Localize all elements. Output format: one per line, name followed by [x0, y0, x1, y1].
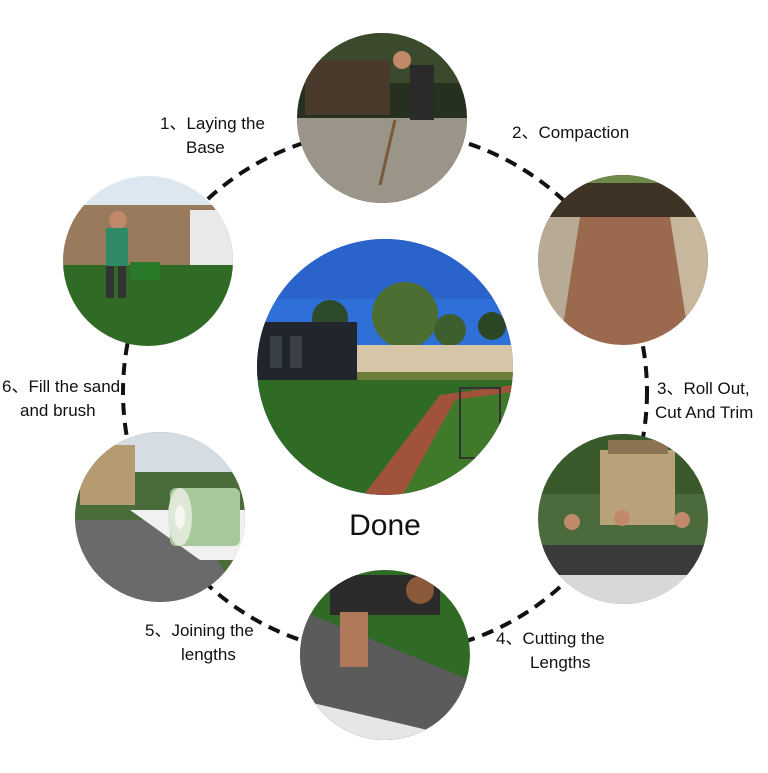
photo-cutting: [300, 570, 470, 740]
photo-laying-base: [297, 33, 467, 203]
photo-joining: [75, 432, 245, 602]
step-4-label: 4、Cutting the Lengths: [496, 629, 605, 672]
center-label: Done: [349, 509, 421, 542]
photo-compaction: [538, 175, 708, 345]
step-1-label: 1、Laying the Base: [160, 114, 265, 157]
photo-fill-sand: [63, 176, 233, 346]
photo-done: [257, 239, 513, 495]
photo-roll-out: [538, 434, 708, 604]
step-6-label: 6、Fill the sand and brush: [2, 377, 121, 420]
step-3-label: 3、Roll Out, Cut And Trim: [655, 379, 754, 422]
step-2-label: 2、Compaction: [512, 123, 630, 142]
step-5-label: 5、Joining the lengths: [145, 621, 254, 664]
